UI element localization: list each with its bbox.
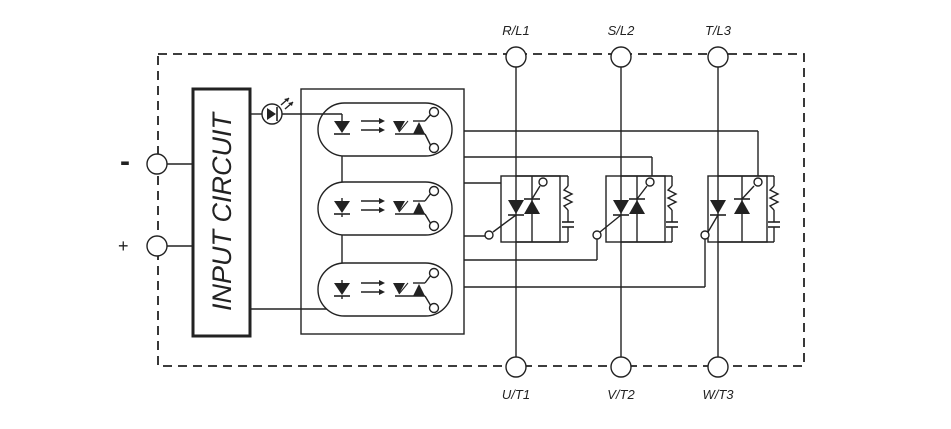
thyristor-icon xyxy=(592,175,666,243)
terminal-label-top-1: R/L1 xyxy=(502,23,529,38)
terminal-u-t1 xyxy=(505,356,527,378)
input-circuit-label: INPUT CIRCUIT xyxy=(207,111,237,311)
snubber-resistor-icon xyxy=(621,175,678,243)
optocoupler-icon xyxy=(317,102,453,157)
plus-terminal xyxy=(146,235,168,257)
thyristor-icon xyxy=(700,175,768,243)
terminal-label-bottom-3: W/T3 xyxy=(702,387,734,402)
input-circuit-block xyxy=(191,87,252,338)
terminal-t-l3 xyxy=(707,46,729,68)
minus-terminal xyxy=(146,153,168,175)
optocoupler-icon xyxy=(317,181,453,236)
terminal-v-t2 xyxy=(610,356,632,378)
minus-terminal-label: - xyxy=(120,145,130,178)
terminal-label-top-3: T/L3 xyxy=(705,23,732,38)
snubber-resistor-icon xyxy=(516,175,574,243)
plus-terminal-label: + xyxy=(118,236,129,256)
thyristor-icon xyxy=(484,175,561,243)
optocoupler-enclosure xyxy=(300,88,465,335)
terminal-w-t3 xyxy=(707,356,729,378)
snubber-resistor-icon xyxy=(718,175,780,243)
optocoupler-icon xyxy=(317,262,453,317)
terminal-r-l1 xyxy=(505,46,527,68)
terminal-label-top-2: S/L2 xyxy=(608,23,636,38)
terminal-s-l2 xyxy=(610,46,632,68)
terminal-label-bottom-1: U/T1 xyxy=(502,387,530,402)
module-boundary xyxy=(157,53,805,367)
led-icon xyxy=(261,97,294,125)
terminal-label-bottom-2: V/T2 xyxy=(607,387,635,402)
